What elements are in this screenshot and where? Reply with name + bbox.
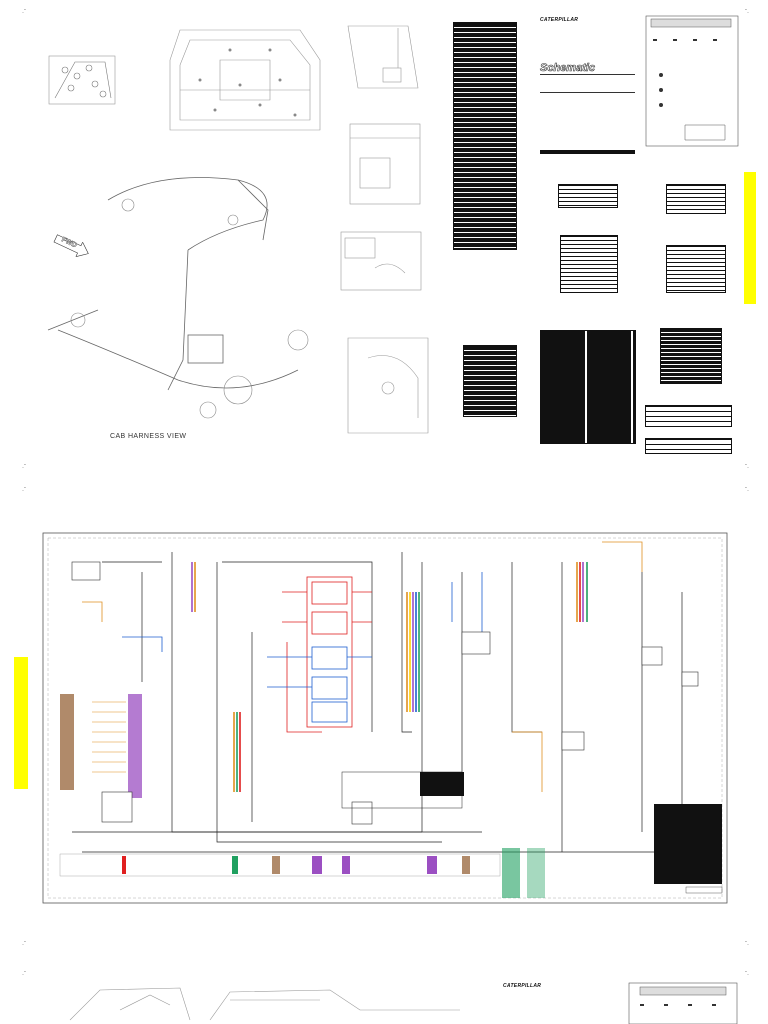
table-f — [660, 328, 722, 384]
table-h — [645, 438, 732, 454]
top-sheet: ·ˉ ˉ· ·ˉ ˉ· — [0, 0, 768, 471]
registration-mark-sheet2-bl: ·ˉ — [22, 942, 26, 948]
title-rule-2 — [540, 92, 635, 93]
fwd-arrow: FWD — [50, 230, 93, 261]
forward-arrow-icon — [53, 234, 89, 258]
title-rule-bold — [540, 150, 635, 154]
page-title: Schematic — [540, 62, 596, 75]
registration-mark-sheet2-br: ˉ· — [745, 942, 749, 948]
title-rule-1 — [540, 74, 635, 75]
detail-view-post — [347, 25, 419, 89]
registration-mark-sheet2-tl: ·ˉ — [22, 488, 26, 494]
table-b — [666, 184, 726, 214]
registration-mark-ml: ·ˉ — [22, 465, 26, 471]
yellow-edge-tab-top — [744, 172, 756, 304]
detail-view-panel — [349, 123, 421, 205]
cab-frame-view — [169, 29, 321, 131]
registration-mark-tl: ·ˉ — [22, 10, 26, 16]
component-block-green — [502, 848, 520, 898]
wire-legend-block — [420, 772, 464, 796]
electrical-schematic — [42, 532, 728, 904]
legend-box-bottom — [628, 982, 738, 1024]
connector-table-main — [453, 22, 517, 250]
table-c — [560, 235, 618, 293]
registration-mark-sheet3-tr: ˉ· — [745, 972, 749, 978]
yellow-edge-tab-middle — [14, 657, 28, 789]
registration-mark-sheet2-tr: ˉ· — [745, 488, 749, 494]
cab-harness-diagram — [47, 177, 309, 419]
legend-box — [645, 15, 739, 147]
machine-outline-view — [69, 987, 460, 1021]
cab-detail-view-1 — [48, 55, 116, 105]
wire-color-table — [654, 804, 722, 884]
table-e — [540, 330, 636, 444]
component-block-purple — [128, 694, 142, 798]
registration-mark-sheet3-tl: ·ˉ — [22, 972, 26, 978]
table-d — [666, 245, 726, 293]
detail-view-console — [340, 231, 422, 291]
connector-table-small — [463, 345, 517, 417]
table-g — [645, 405, 732, 427]
caterpillar-logo-bottom: CATERPILLAR — [503, 983, 542, 989]
detail-view-door — [347, 337, 429, 434]
table-a — [558, 184, 618, 208]
component-block-tan — [60, 694, 74, 790]
caterpillar-logo: CATERPILLAR — [540, 17, 579, 23]
registration-mark-tr: ˉ· — [745, 10, 749, 16]
cab-harness-view-label: CAB HARNESS VIEW — [110, 433, 187, 440]
registration-mark-mr: ˉ· — [745, 465, 749, 471]
